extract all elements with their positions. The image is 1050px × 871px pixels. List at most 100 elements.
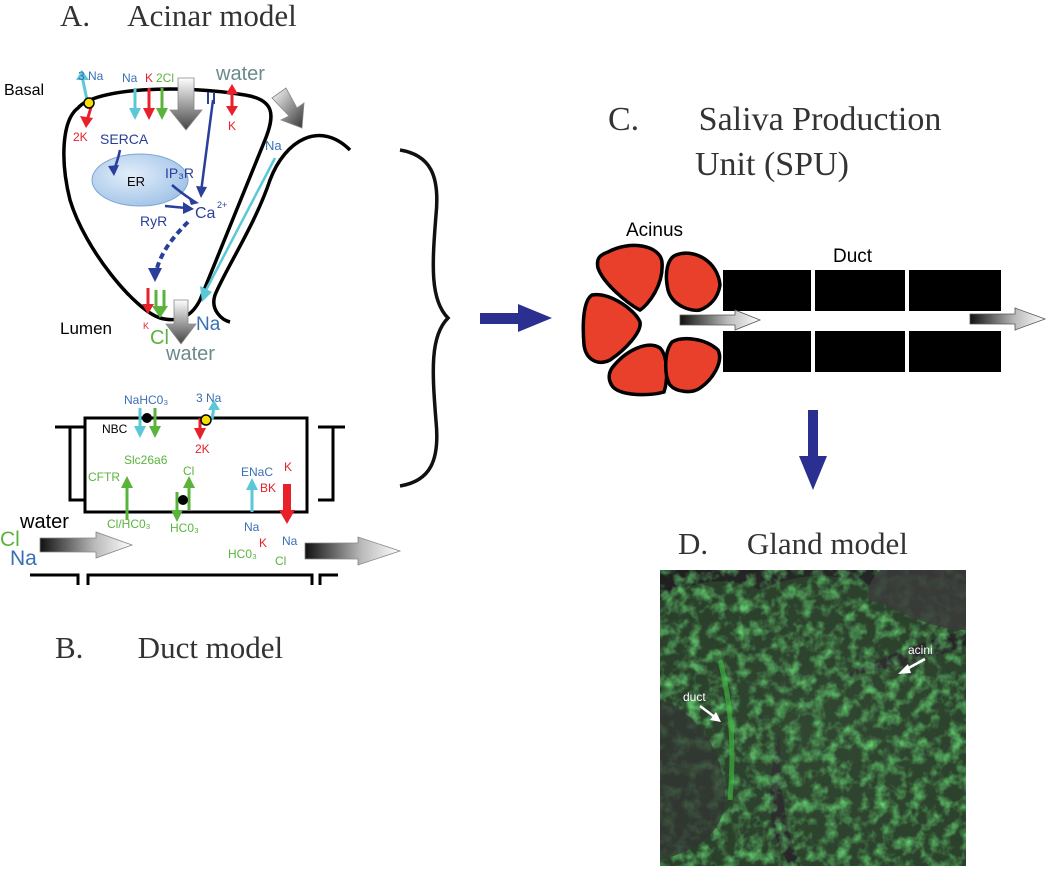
- duct-label: Duct: [833, 246, 873, 267]
- ca-wave-dashed: [154, 220, 190, 273]
- paracellular-na-line: [203, 157, 277, 293]
- basal-label: Basal: [4, 82, 44, 99]
- spu-panel: C. Saliva Production Unit (SPU) Acinus D…: [581, 101, 1047, 490]
- slc-cl-arrowhead: [183, 476, 195, 488]
- acinar-model-panel: A. Acinar model ER Basal 3 Na 2K Na K 2C…: [4, 0, 352, 365]
- acinus-label: Acinus: [626, 220, 683, 241]
- nbc-transporter-icon: [142, 413, 152, 423]
- to-spu-arrow-shaft: [480, 313, 520, 324]
- basal-water-arrow: [169, 77, 203, 131]
- duct-bottom-wall: [30, 573, 338, 585]
- paracellular-na-arrowhead: [200, 286, 212, 302]
- paracellular-na-label: Na: [265, 138, 282, 153]
- duct-left-bracket: [68, 425, 85, 502]
- acinar-heading: A. Acinar model: [60, 0, 297, 33]
- duct-block: [723, 331, 811, 372]
- adjacent-cell-outline: [212, 133, 352, 324]
- ryr-label: RyR: [140, 213, 167, 229]
- bk-label: BK: [260, 481, 276, 495]
- lumen-cl-label: Cl: [150, 327, 169, 349]
- duct-model-panel: NaHC0₃ NBC 3 Na 2K Slc26a6 CFTR Cl Cl/HC…: [0, 391, 402, 665]
- bk-arrowhead: [279, 510, 295, 524]
- lumen-water-label: water: [165, 343, 215, 365]
- cftr-label: CFTR: [88, 470, 120, 484]
- duct-block: [909, 270, 1001, 311]
- gland-panel: D. Gland model acini duct: [660, 526, 966, 866]
- nbc-label: NBC: [102, 422, 128, 436]
- spu-flow-arrow-in: [679, 309, 762, 331]
- nkcc-na-label: Na: [122, 71, 138, 85]
- slc-hco3-arrowhead: [171, 510, 183, 522]
- spu-heading-line2: Unit (SPU): [695, 146, 849, 183]
- apical-water-arrow: [271, 87, 305, 129]
- duct-block: [815, 270, 905, 311]
- duct-cl-left-label: Cl: [0, 528, 20, 551]
- nak-pump-icon: [83, 97, 95, 109]
- basal-k-label: K: [228, 119, 236, 133]
- nbc-hco3-arrowhead: [149, 426, 161, 438]
- lumen-k-arrowhead: [142, 304, 154, 314]
- ryr-arrowhead: [183, 202, 194, 214]
- duct-2k-label: 2K: [195, 442, 210, 456]
- bk-channel-bar: [283, 484, 291, 510]
- gland-micrograph: acini duct: [660, 570, 966, 866]
- basal-k-arrowhead-down: [226, 106, 238, 116]
- acini-pointer-arrowhead: [898, 664, 911, 674]
- ca-superscript: 2+: [217, 200, 227, 210]
- cl-hco3-label: Cl/HC0₃: [107, 517, 151, 531]
- lumen-water-arrow: [165, 299, 197, 345]
- duct-pump-k-arrowhead: [194, 428, 206, 440]
- lumen-na-label: Na: [196, 314, 221, 335]
- spu-heading-line1: C. Saliva Production: [608, 101, 941, 138]
- duct-heading: B. Duct model: [55, 630, 283, 665]
- duct-pointer-arrowhead: [710, 712, 721, 722]
- water-top-label: water: [215, 63, 265, 85]
- ip3r-arrowhead: [188, 196, 199, 205]
- ca-wave-arrowhead: [148, 268, 162, 282]
- duct-hco3-bottom-label: HC0₃: [228, 547, 257, 561]
- acinar-cell-outline: [62, 87, 273, 322]
- enac-arrowhead: [246, 478, 258, 490]
- nkcc-k-arrowhead: [143, 108, 155, 120]
- ca-channel-arrowhead: [196, 186, 207, 198]
- duct-block: [815, 331, 905, 372]
- to-spu-arrowhead: [518, 304, 552, 332]
- acinus-cell: [581, 293, 642, 365]
- slc26a6-label: Slc26a6: [124, 453, 168, 467]
- two-k-label: 2K: [73, 130, 88, 144]
- enac-label: ENaC: [241, 465, 273, 479]
- duct-cl-bottom-label: Cl: [275, 554, 286, 568]
- to-gland-arrow-shaft: [808, 410, 818, 460]
- nkcc-2cl-label: 2Cl: [156, 71, 174, 85]
- acinus-cell: [607, 343, 669, 397]
- duct-na-left-label: Na: [10, 547, 37, 570]
- ryr-arrow: [164, 204, 187, 210]
- er-label: ER: [127, 174, 145, 189]
- nkcc-k-label: K: [145, 71, 153, 85]
- acinus-cell: [664, 251, 722, 313]
- acini-label: acini: [908, 643, 933, 657]
- acinus-cell: [595, 243, 664, 313]
- duct-k-bottom-label: K: [259, 536, 267, 550]
- dark-region: [868, 570, 966, 630]
- duct-block: [909, 331, 1001, 372]
- ca-channel-line: [199, 99, 215, 193]
- grouping-brace: [399, 148, 451, 488]
- nbc-na-arrowhead: [134, 426, 146, 438]
- basal-k-arrowhead-up: [226, 84, 238, 94]
- ca-label: Ca: [195, 205, 216, 222]
- duct-3na-label: 3 Na: [196, 391, 222, 405]
- to-gland-arrowhead: [799, 456, 827, 490]
- duct-na-right-label: Na: [282, 534, 298, 548]
- acinus-cell: [664, 336, 722, 394]
- nahco3-label: NaHC0₃: [124, 393, 168, 407]
- duct-lumen-flow-arrow-left: [39, 531, 134, 559]
- cftr-arrowhead: [121, 476, 133, 488]
- three-na-label: 3 Na: [78, 69, 104, 83]
- hco3-label: HC0₃: [170, 521, 199, 535]
- lumen-label: Lumen: [60, 319, 112, 338]
- serca-label: SERCA: [100, 131, 149, 147]
- serca-arrowhead: [108, 165, 119, 176]
- duct-lumen-flow-arrow-right: [304, 536, 402, 566]
